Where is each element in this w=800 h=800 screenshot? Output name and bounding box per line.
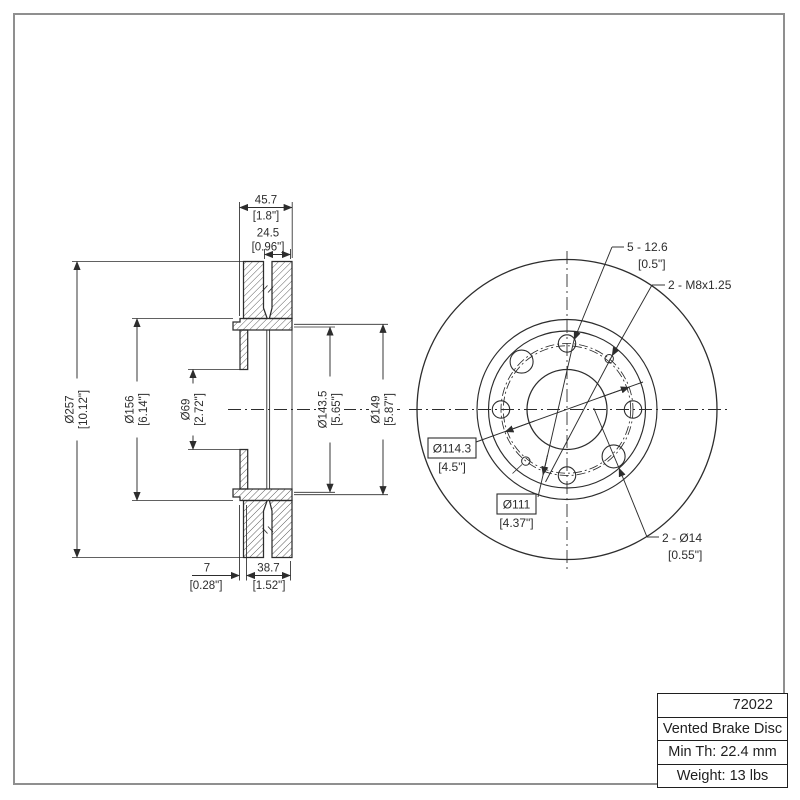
title-block: 72022 Vented Brake Disc Min Th: 22.4 mm … xyxy=(657,693,788,788)
m8-holes xyxy=(512,354,614,474)
front-view: 5 - 12.6 [0.5"] 2 - M8x1.25 2 - Ø14 [0.5… xyxy=(409,240,732,570)
svg-text:24.5: 24.5 xyxy=(257,228,279,240)
svg-text:Ø69: Ø69 xyxy=(181,399,193,421)
dim-label-bore: Ø69 [2.72"] xyxy=(179,383,207,436)
dim-label-hat-od: Ø156 [6.14"] xyxy=(123,381,151,438)
lug-holes-label-in: [0.5"] xyxy=(638,257,666,271)
bolt-circle-1143 xyxy=(500,343,634,476)
svg-text:Ø143.5: Ø143.5 xyxy=(318,391,330,429)
section-view: Ø257 [10.12"] Ø156 [6.14"] Ø69 [2.72"] Ø… xyxy=(63,195,400,593)
dim-label-149: Ø149 [5.87"] xyxy=(369,379,397,440)
svg-text:Ø149: Ø149 xyxy=(371,395,383,423)
svg-text:Ø111: Ø111 xyxy=(503,498,531,512)
extension-lines xyxy=(72,202,388,581)
hat-inner-circle xyxy=(487,330,647,489)
svg-text:38.7: 38.7 xyxy=(257,563,279,575)
dim-label-thickness: 45.7 [1.8"] 24.5 [0.96"] xyxy=(252,195,285,254)
svg-text:[4.37"]: [4.37"] xyxy=(499,516,533,530)
svg-text:[1.52"]: [1.52"] xyxy=(253,580,286,592)
svg-text:[1.8"]: [1.8"] xyxy=(253,211,279,223)
svg-text:45.7: 45.7 xyxy=(255,195,277,207)
leader-lines xyxy=(475,246,665,538)
d14-label: 2 - Ø14 xyxy=(662,531,702,545)
d14-label-in: [0.55"] xyxy=(668,548,702,562)
vent-rib-marks xyxy=(262,285,274,534)
lug-holes-label: 5 - 12.6 xyxy=(627,240,668,254)
svg-text:Ø114.3: Ø114.3 xyxy=(433,442,472,456)
dim-label-od: Ø257 [10.12"] xyxy=(63,378,91,441)
svg-text:[0.28"]: [0.28"] xyxy=(190,580,223,592)
title-block-weight: Weight: 13 lbs xyxy=(657,763,788,788)
lug-holes xyxy=(491,334,643,485)
bolt-circle-inner-label: Ø111 [4.37"] xyxy=(496,493,537,530)
thread-holes-label: 2 - M8x1.25 xyxy=(668,278,732,292)
svg-text:[5.87"]: [5.87"] xyxy=(384,393,396,426)
hat-inner-lines xyxy=(266,330,293,489)
section-hatched-parts xyxy=(232,260,293,559)
drawing-frame xyxy=(13,13,785,785)
d14-holes xyxy=(509,349,626,469)
bolt-circle-outer-label: Ø114.3 [4.5"] xyxy=(427,437,477,474)
svg-text:[0.96"]: [0.96"] xyxy=(252,242,285,254)
svg-text:Ø257: Ø257 xyxy=(65,395,77,423)
svg-text:[6.14"]: [6.14"] xyxy=(138,393,150,426)
front-annotations: 5 - 12.6 [0.5"] 2 - M8x1.25 2 - Ø14 [0.5… xyxy=(627,240,732,562)
svg-text:[5.65"]: [5.65"] xyxy=(331,393,343,426)
hat-outer-circle xyxy=(476,318,658,501)
dim-label-1435: Ø143.5 [5.65"] xyxy=(316,376,344,443)
dim-label-hat: 7 [0.28"] 38.7 [1.52"] xyxy=(190,563,286,593)
svg-text:[4.5"]: [4.5"] xyxy=(438,460,466,474)
title-block-part-number: 72022 xyxy=(657,693,788,717)
title-block-min-thickness: Min Th: 22.4 mm xyxy=(657,740,788,764)
disc-outer-circle xyxy=(416,258,718,561)
bolt-circle-111 xyxy=(502,345,632,474)
svg-text:[2.72"]: [2.72"] xyxy=(194,393,206,426)
svg-text:[10.12"]: [10.12"] xyxy=(78,390,90,429)
svg-text:7: 7 xyxy=(204,563,210,575)
title-block-description: Vented Brake Disc xyxy=(657,716,788,740)
svg-text:Ø156: Ø156 xyxy=(125,395,137,423)
